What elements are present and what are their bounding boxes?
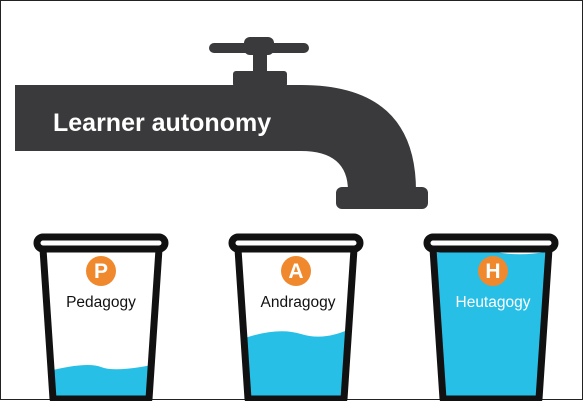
water-pedagogy	[43, 363, 159, 399]
cup-label-heutagogy: Heutagogy	[456, 294, 531, 311]
faucet-handle-base	[233, 71, 287, 87]
faucet-body	[15, 85, 416, 191]
badge-heutagogy	[478, 256, 508, 286]
learner-autonomy-label: Learner autonomy	[53, 109, 271, 137]
faucet-nozzle	[336, 187, 428, 209]
badge-pedagogy	[86, 256, 116, 286]
badge-andragogy	[281, 256, 311, 286]
cup-label-andragogy: Andragogy	[261, 294, 336, 311]
cup-label-pedagogy: Pedagogy	[66, 294, 136, 311]
cup-andragogy: A Andragogy	[228, 233, 364, 401]
cup-rim-andragogy	[228, 233, 364, 253]
cup-pedagogy: P Pedagogy	[33, 233, 169, 401]
cup-heutagogy: H Heutagogy	[423, 233, 559, 401]
faucet-handle-stem	[253, 51, 267, 73]
faucet-handle-knob	[244, 37, 274, 55]
badge-letter-pedagogy: P	[94, 260, 108, 283]
cup-rim-heutagogy	[423, 233, 559, 253]
cup-rim-pedagogy	[33, 233, 169, 253]
water-heutagogy	[433, 249, 549, 399]
water-andragogy	[238, 326, 354, 399]
faucet: Learner autonomy	[15, 37, 428, 209]
badge-letter-heutagogy: H	[485, 260, 500, 283]
badge-letter-andragogy: A	[288, 260, 303, 283]
